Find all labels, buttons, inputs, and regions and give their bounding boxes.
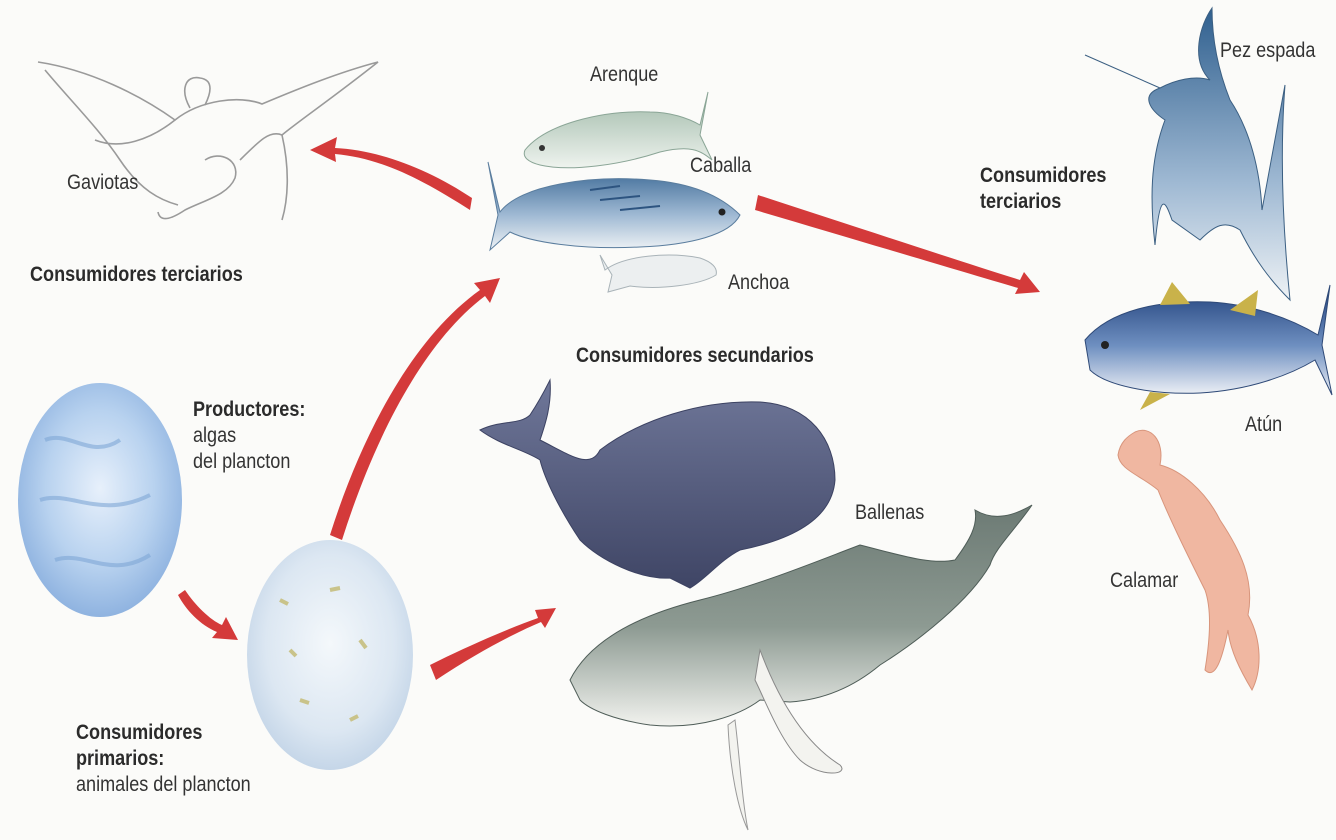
arrow-phyto-to-zoo [178, 590, 238, 640]
label-productores: Productores: algas del plancton [193, 397, 305, 475]
label-productores-line2: del plancton [193, 449, 305, 475]
label-consumidores-terciarios-right-line2: terciarios [980, 189, 1106, 215]
label-consumidores-terciarios-right: Consumidores terciarios [980, 163, 1106, 215]
right-whale-illustration [480, 380, 835, 588]
label-arenque: Arenque [590, 62, 658, 88]
label-consumidores-terciarios-left: Consumidores terciarios [30, 262, 243, 288]
gull-illustration [38, 62, 378, 220]
label-atun: Atún [1245, 412, 1282, 438]
label-gaviotas: Gaviotas [67, 170, 138, 196]
arrow-zoo-to-whales [430, 608, 556, 680]
label-anchoa: Anchoa [728, 270, 789, 296]
tuna-illustration [1085, 282, 1332, 410]
label-consumidores-secundarios: Consumidores secundarios [576, 343, 814, 369]
squid-illustration [1118, 430, 1259, 690]
arrow-fish-to-gulls [310, 137, 472, 210]
label-productores-line1: algas [193, 423, 305, 449]
label-consumidores-primarios-line1: Consumidores [76, 720, 251, 746]
label-consumidores-terciarios-right-line1: Consumidores [980, 163, 1106, 189]
label-ballenas: Ballenas [855, 500, 924, 526]
label-consumidores-primarios: Consumidores primarios: animales del pla… [76, 720, 251, 798]
label-consumidores-primarios-line2: primarios: [76, 746, 251, 772]
zooplankton-circle [247, 540, 413, 770]
label-calamar: Calamar [1110, 568, 1178, 594]
label-consumidores-primarios-line3: animales del plancton [76, 772, 251, 798]
label-productores-title: Productores: [193, 397, 305, 423]
anchovy-illustration [600, 255, 716, 292]
phytoplankton-circle [18, 383, 182, 617]
herring-illustration [524, 92, 712, 168]
label-pez-espada: Pez espada [1220, 38, 1315, 64]
label-caballa: Caballa [690, 153, 751, 179]
arrow-zooplankton-to-fish [330, 278, 500, 540]
